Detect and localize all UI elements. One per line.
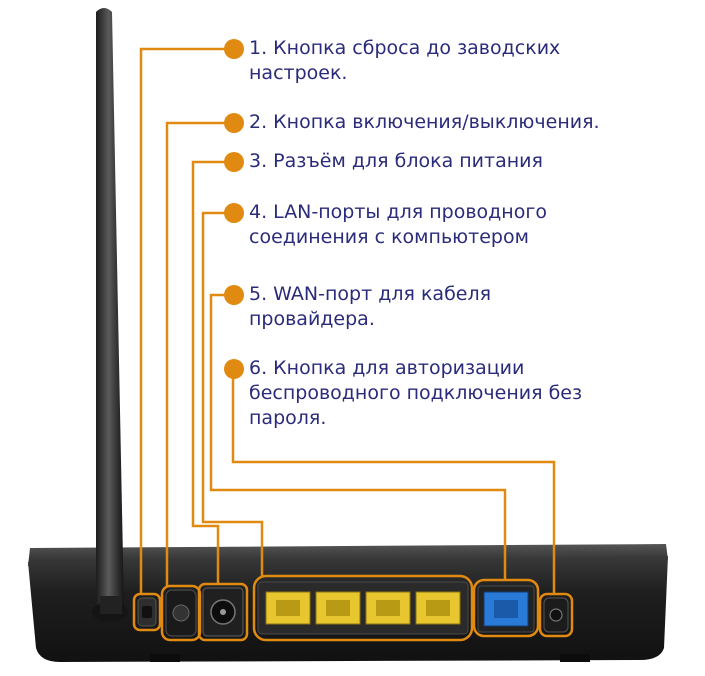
power-jack (202, 587, 244, 637)
lan-ports (257, 581, 469, 635)
leader-line-2 (165, 121, 234, 586)
leader-line-5 (209, 293, 507, 580)
highlight-outlines (132, 574, 574, 642)
router-foot-left (150, 654, 180, 662)
lan-port-2 (315, 591, 361, 625)
highlight-power-jack (197, 582, 249, 642)
lan-port-4 (415, 591, 461, 625)
leader-dot-5 (224, 285, 244, 305)
callout-reset: 1. Кнопка сброса до заводских настроек. (249, 37, 561, 84)
leader-line-3 (191, 160, 234, 584)
leader-dots (224, 39, 244, 379)
wps-button (543, 597, 569, 633)
leader-dot-6 (224, 359, 244, 379)
callout-wps-button: 6. Кнопка для авторизации беспроводного … (249, 357, 583, 429)
callout-lan-ports: 4. LAN-порты для проводного соединения с… (249, 201, 547, 248)
callout-power-button: 2. Кнопка включения/выключения. (249, 111, 600, 133)
lan-port-1 (265, 591, 311, 625)
highlight-wps (538, 592, 574, 638)
highlight-reset (132, 592, 162, 632)
leader-dot-1 (224, 39, 244, 59)
callout-wan-port: 5. WAN-порт для кабеля провайдера. (249, 283, 492, 330)
router-foot-right (560, 654, 590, 662)
leader-lines (139, 47, 556, 594)
leader-dot-3 (224, 152, 244, 172)
reset-button (137, 597, 157, 627)
leader-line-4 (201, 211, 264, 576)
antenna (92, 8, 128, 622)
power-button (165, 589, 197, 637)
leader-dot-4 (224, 203, 244, 223)
lan-port-3 (365, 591, 411, 625)
callout-power-jack: 3. Разъём для блока питания (249, 150, 543, 172)
highlight-lan (252, 574, 474, 642)
leader-line-1 (139, 47, 234, 594)
wan-port (477, 585, 535, 633)
leader-dot-2 (224, 113, 244, 133)
